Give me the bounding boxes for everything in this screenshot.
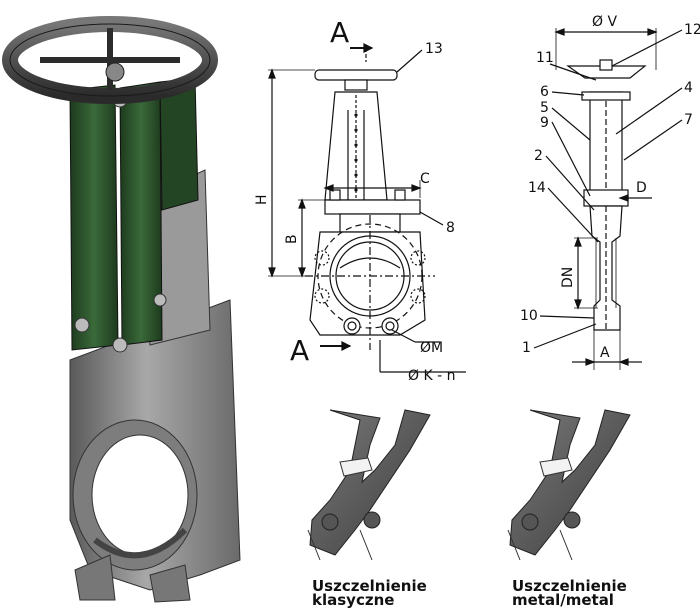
dim-label-a-side: A xyxy=(600,345,610,361)
side-view-labels: Ø V D DN A 12 11 4 6 5 7 9 2 14 10 1 xyxy=(520,14,700,361)
callout-6: 6 xyxy=(540,84,549,100)
caption-seal-classic: Uszczelnienie klasyczne xyxy=(312,577,427,609)
callout-7: 7 xyxy=(684,112,693,128)
callout-4: 4 xyxy=(684,80,693,96)
valve-yoke-3d xyxy=(69,84,119,351)
dim-label-d: D xyxy=(636,180,647,196)
callout-14: 14 xyxy=(528,180,546,196)
callout-5: 5 xyxy=(540,100,549,116)
section-marker-bottom: A xyxy=(290,334,309,367)
seal-detail-metal xyxy=(507,409,631,561)
dim-label-k: Ø K - n xyxy=(408,368,455,384)
caption-seal-metal-line2: metal/metal xyxy=(512,591,614,609)
caption-seal-classic-line2: klasyczne xyxy=(312,591,395,609)
dim-label-m: ØM xyxy=(420,340,443,356)
callout-12: 12 xyxy=(684,22,700,38)
caption-seal-classic-line1: Uszczelnienie xyxy=(312,577,427,595)
callout-2: 2 xyxy=(534,148,543,164)
dim-label-b: B xyxy=(284,234,300,244)
valve-lug-3d xyxy=(74,554,116,601)
callout-11: 11 xyxy=(536,50,554,66)
seal-detail-classic xyxy=(307,409,431,561)
callout-9: 9 xyxy=(540,115,549,131)
dim-label-c: C xyxy=(420,171,430,187)
caption-seal-metal-line1: Uszczelnienie xyxy=(512,577,627,595)
dim-label-h: H xyxy=(254,194,270,205)
stem-thread xyxy=(354,113,358,192)
front-view-drawing xyxy=(268,43,466,373)
callout-10: 10 xyxy=(520,308,538,324)
side-view-drawing xyxy=(533,28,683,370)
handwheel-front xyxy=(314,69,398,81)
callout-8: 8 xyxy=(446,220,455,236)
caption-seal-metal: Uszczelnienie metal/metal xyxy=(512,577,627,609)
dim-label-v: Ø V xyxy=(592,14,617,30)
callout-13: 13 xyxy=(425,41,443,57)
section-marker-top: A xyxy=(330,16,349,49)
front-view-labels: A A 13 8 C H B ØM Ø K - n xyxy=(254,16,455,384)
callout-1: 1 xyxy=(522,340,531,356)
dim-label-dn: DN xyxy=(560,267,576,288)
valve-3d-render xyxy=(2,16,241,603)
